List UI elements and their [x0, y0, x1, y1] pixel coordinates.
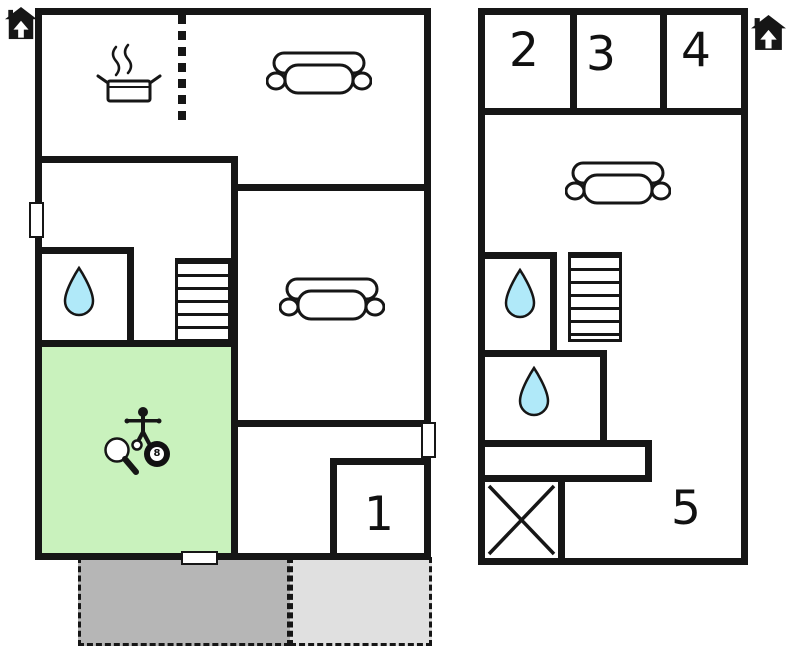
game-room: 8	[42, 347, 231, 553]
wall	[660, 15, 667, 115]
cooking-pot-icon	[96, 43, 162, 103]
shower-drop-icon	[504, 267, 536, 319]
billiard-8-ball-number: 8	[150, 447, 164, 461]
cross-mark-icon	[487, 484, 556, 556]
shower-drop-icon	[63, 265, 95, 317]
wall	[231, 184, 424, 191]
wall	[42, 247, 134, 254]
dashed-partition	[178, 15, 186, 121]
wall	[550, 252, 557, 357]
door-opening	[29, 202, 44, 238]
room-4-label: 4	[681, 23, 711, 78]
wall	[570, 15, 577, 115]
wall	[42, 156, 238, 163]
steam-icon	[111, 45, 121, 77]
wall	[600, 350, 607, 447]
wall	[127, 247, 134, 347]
wall	[485, 475, 652, 482]
door-opening	[421, 422, 436, 458]
sofa-icon	[266, 51, 372, 95]
wall	[645, 440, 652, 482]
wall	[231, 156, 238, 191]
wall	[330, 458, 337, 553]
stairs-icon	[568, 252, 622, 342]
house-entrance-icon	[5, 7, 37, 40]
house-entrance-icon	[751, 15, 786, 50]
wall	[485, 108, 741, 115]
room-2-label: 2	[509, 23, 539, 78]
wall	[485, 350, 607, 357]
wall	[485, 440, 652, 447]
wall	[558, 475, 565, 558]
ground-floor-plan: 8 1	[35, 8, 431, 560]
terrace-dark	[78, 557, 290, 646]
room-1-label: 1	[364, 487, 394, 542]
room-3-label: 3	[586, 27, 616, 82]
sofa-icon	[279, 277, 385, 321]
shower-drop-icon	[518, 365, 550, 417]
wall	[231, 420, 424, 427]
table-tennis-paddle-icon	[104, 437, 143, 475]
wall	[42, 340, 238, 347]
billiard-8-ball-icon: 8	[144, 441, 170, 467]
stairs-icon	[175, 258, 231, 342]
door-opening	[181, 551, 218, 565]
terrace-light	[290, 557, 432, 646]
room-5-label: 5	[671, 481, 701, 536]
wall	[330, 458, 424, 465]
upper-floor-plan: 2 3 4 5	[478, 8, 748, 565]
wall	[485, 252, 557, 259]
sofa-icon	[565, 161, 671, 205]
wall	[231, 184, 238, 553]
